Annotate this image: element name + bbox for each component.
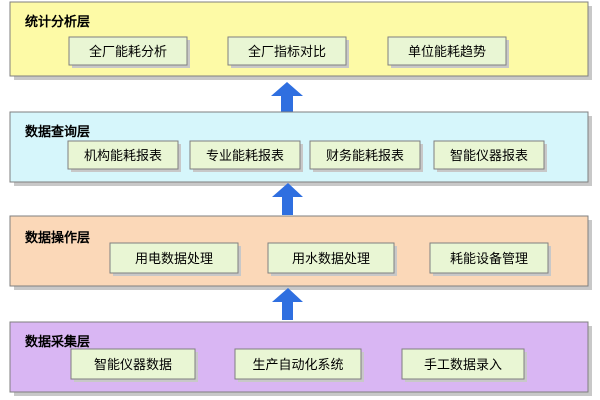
- box-label: 专业能耗报表: [206, 149, 284, 164]
- layer-title: 数据查询层: [25, 124, 90, 140]
- box-water-data-processing: [267, 242, 395, 274]
- box-smart-instrument-report: [433, 140, 545, 170]
- up-arrow-icon: [271, 82, 303, 112]
- layer-title: 数据采集层: [25, 334, 90, 350]
- box-production-automation-system: [234, 348, 362, 380]
- box-finance-energy-report: [309, 140, 421, 170]
- box-label: 全厂指标对比: [248, 44, 326, 60]
- box-label: 机构能耗报表: [84, 149, 162, 164]
- box-energy-equipment-management: [429, 242, 549, 274]
- box-label: 生产自动化系统: [252, 358, 343, 373]
- layer-data-query: 数据查询层 机构能耗报表 专业能耗报表 财务能耗报表 智能仪器报表: [9, 111, 592, 186]
- box-plant-indicator-comparison: [227, 36, 347, 66]
- box-label: 用电数据处理: [135, 252, 213, 267]
- layer-data-operation: 数据操作层 用电数据处理 用水数据处理 耗能设备管理: [9, 215, 592, 290]
- box-label: 手工数据录入: [424, 358, 502, 373]
- box-label: 全厂能耗分析: [89, 44, 167, 60]
- layer-data-collection: 数据采集层 智能仪器数据 生产自动化系统 手工数据录入: [9, 321, 592, 396]
- up-arrow-icon: [272, 288, 303, 320]
- box-label: 智能仪器数据: [94, 358, 172, 373]
- layer-statistical-analysis: 统计分析层 全厂能耗分析 全厂指标对比 单位能耗趋势: [9, 1, 592, 80]
- box-label: 财务能耗报表: [326, 148, 404, 164]
- box-org-energy-report: [67, 140, 179, 170]
- box-manual-data-entry: [401, 348, 525, 380]
- box-specialty-energy-report: [189, 140, 301, 170]
- box-unit-energy-trend: [387, 36, 507, 66]
- layer-title: 统计分析层: [25, 14, 90, 30]
- box-electricity-data-processing: [109, 242, 239, 274]
- up-arrow-icon: [272, 183, 303, 215]
- box-plant-energy-analysis: [68, 36, 188, 66]
- box-label: 单位能耗趋势: [408, 44, 486, 60]
- box-label: 用水数据处理: [292, 252, 370, 267]
- box-smart-instrument-data: [70, 348, 196, 380]
- box-label: 耗能设备管理: [450, 251, 528, 267]
- box-label: 智能仪器报表: [450, 149, 528, 164]
- layer-title: 数据操作层: [25, 230, 90, 246]
